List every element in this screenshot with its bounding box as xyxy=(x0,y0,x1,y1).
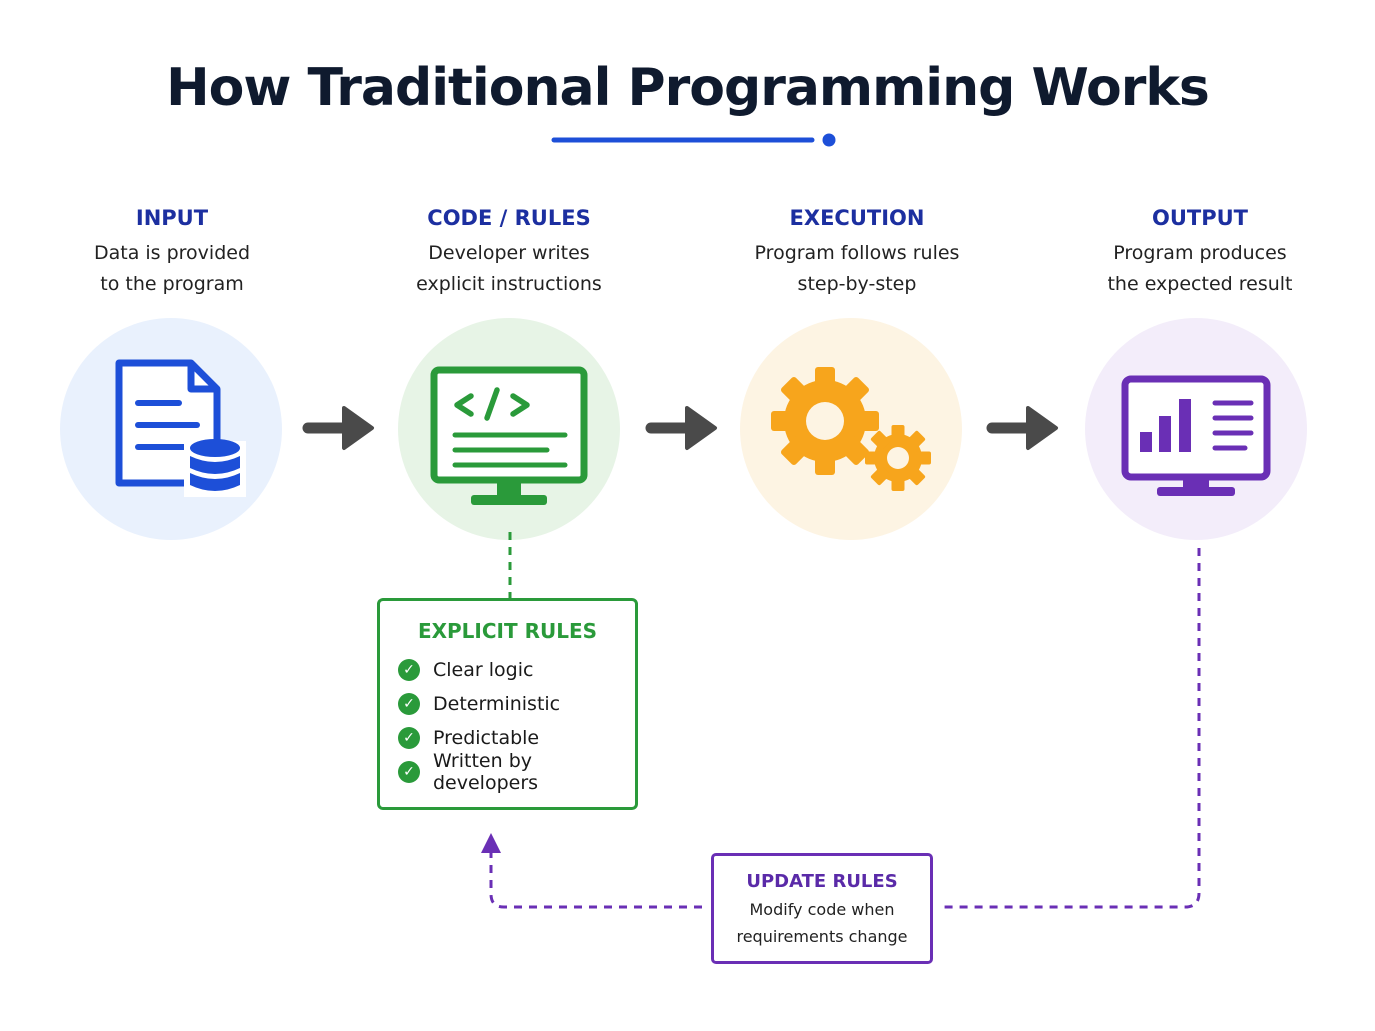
step-description: Program produces xyxy=(1113,242,1287,264)
analytics-monitor-icon xyxy=(1121,375,1271,496)
step-description: Program follows rules xyxy=(754,242,960,264)
step-description: Data is provided xyxy=(93,242,251,264)
explicit-rules-title: EXPLICIT RULES xyxy=(417,619,598,643)
step-title: OUTPUT xyxy=(1152,206,1248,230)
step-description: the expected result xyxy=(1107,273,1293,295)
document-database-icon xyxy=(115,359,246,497)
list-item: ✓ Clear logic xyxy=(398,653,635,687)
rule-label: Written by developers xyxy=(433,750,539,794)
step-description: to the program xyxy=(100,273,244,295)
rule-label: Deterministic xyxy=(433,693,561,715)
page-title: How Traditional Programming Works xyxy=(166,58,1210,118)
code-monitor-icon xyxy=(430,366,588,505)
gears-icon xyxy=(771,367,931,491)
check-icon: ✓ xyxy=(398,659,420,681)
arrow-right-icon xyxy=(645,406,717,450)
step-output: OUTPUT Program produces the expected res… xyxy=(1050,206,1350,300)
rule-label: Clear logic xyxy=(433,659,534,681)
step-input: INPUT Data is provided to the program xyxy=(22,206,322,300)
explicit-rules-box: EXPLICIT RULES ✓ Clear logic ✓ Determini… xyxy=(377,598,638,810)
update-rules-description: Modify code when xyxy=(749,900,895,919)
title-underline xyxy=(551,133,836,147)
step-title: INPUT xyxy=(135,206,209,230)
check-icon: ✓ xyxy=(398,761,420,783)
step-description: Developer writes xyxy=(428,242,590,264)
list-item: ✓ Written by developers xyxy=(398,750,635,794)
step-title: CODE / RULES xyxy=(427,206,591,230)
step-description: explicit instructions xyxy=(416,273,602,295)
list-item: ✓ Predictable xyxy=(398,721,635,755)
rule-label: Predictable xyxy=(433,727,540,749)
step-title: EXECUTION xyxy=(789,206,925,230)
step-description: step-by-step xyxy=(797,273,917,295)
step-code-rules: CODE / RULES Developer writes explicit i… xyxy=(359,206,659,300)
arrow-right-icon xyxy=(986,406,1058,450)
step-execution: EXECUTION Program follows rules step-by-… xyxy=(707,206,1007,300)
update-rules-title: UPDATE RULES xyxy=(746,871,898,892)
update-rules-description: requirements change xyxy=(736,927,908,946)
list-item: ✓ Deterministic xyxy=(398,687,635,721)
update-rules-box: UPDATE RULES Modify code when requiremen… xyxy=(711,853,933,964)
check-icon: ✓ xyxy=(398,693,420,715)
check-icon: ✓ xyxy=(398,727,420,749)
arrow-right-icon xyxy=(302,406,374,450)
